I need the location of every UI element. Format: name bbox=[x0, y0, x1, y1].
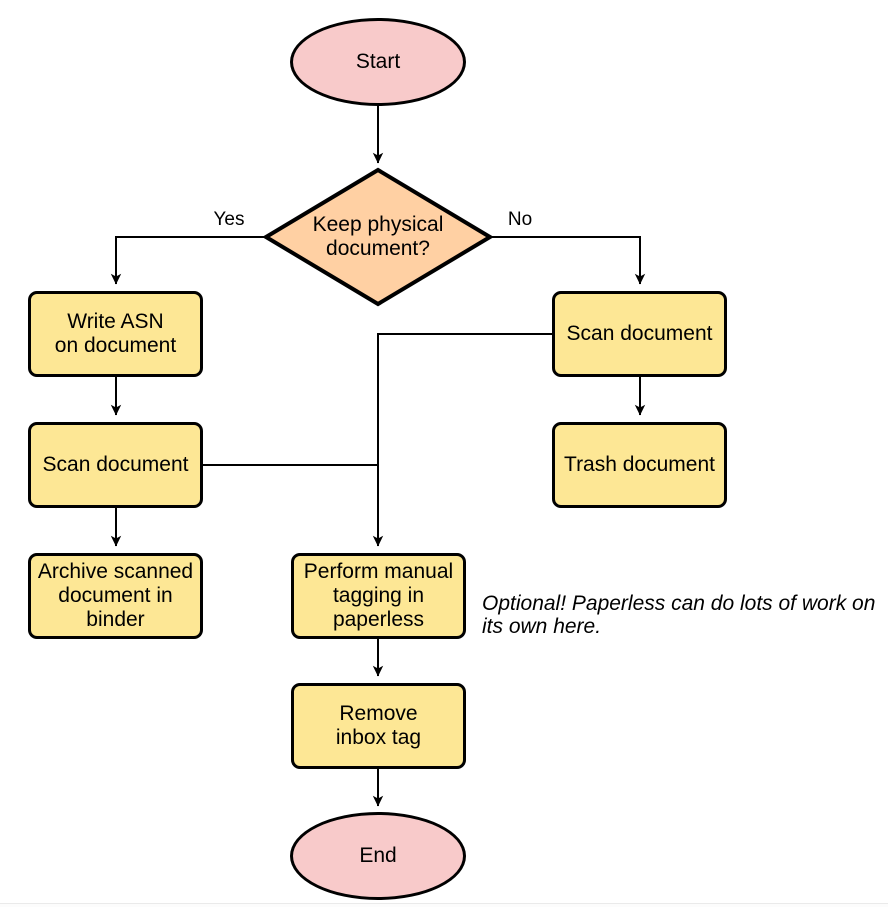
connector-scan-right-to-tagging bbox=[372, 333, 552, 547]
bottom-margin bbox=[0, 904, 888, 907]
node-scan-document-left: Scan document bbox=[28, 422, 203, 508]
node-archive-in-binder: Archive scanned document in binder bbox=[28, 553, 203, 639]
connector-decision-yes-to-write-asn bbox=[110, 236, 266, 285]
edge-label-yes: Yes bbox=[213, 209, 245, 230]
optional-annotation: Optional! Paperless can do lots of work … bbox=[482, 592, 876, 638]
node-scan-document-right: Scan document bbox=[552, 291, 727, 377]
node-trash-document: Trash document bbox=[552, 422, 727, 508]
bottom-divider bbox=[0, 903, 888, 904]
edge-label-no: No bbox=[507, 209, 533, 230]
node-remove-inbox-tag: Remove inbox tag bbox=[291, 683, 466, 769]
node-end: End bbox=[290, 812, 466, 900]
connector-decision-no-to-scan-right bbox=[490, 236, 646, 285]
decision-diamond-shape bbox=[262, 167, 494, 307]
node-write-asn: Write ASN on document bbox=[28, 291, 203, 377]
node-manual-tagging: Perform manual tagging in paperless bbox=[291, 553, 466, 639]
node-start: Start bbox=[290, 18, 466, 106]
node-decision: Keep physical document? bbox=[312, 213, 444, 260]
